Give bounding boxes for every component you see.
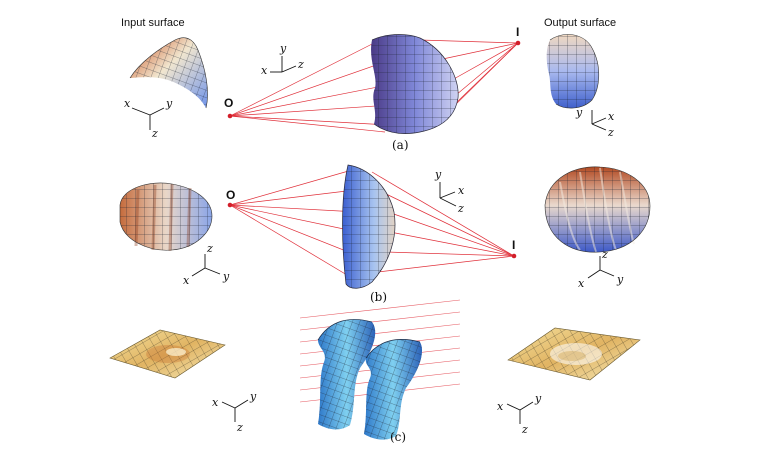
input-surface-title: Input surface (121, 17, 185, 29)
output-surface-a (546, 34, 600, 109)
axis-label-x-c-input: x (212, 396, 219, 409)
axis-label-y-c-input: y (249, 390, 257, 403)
axis-label-z-a-input: z (151, 127, 158, 140)
axis-label-y-a-output: y (575, 106, 583, 119)
axes-triad-a-output (591, 110, 607, 131)
light-rays-b (229, 169, 515, 279)
axes-triad-b-input (191, 254, 221, 277)
axis-label-y-a-middle: y (279, 42, 287, 55)
axes-triad-b-middle (439, 182, 457, 207)
object-point-b (227, 202, 233, 208)
axis-label-y-b-input: y (222, 270, 230, 283)
caption-a: (a) (392, 138, 409, 152)
input-surface-a (129, 37, 208, 109)
axis-label-x-c-output: x (497, 400, 504, 413)
axis-label-z-a-output: z (607, 126, 614, 139)
axis-label-z-c-input: z (236, 421, 243, 434)
axes-triad-a-input (131, 107, 165, 130)
axis-label-x-b-middle: x (458, 184, 465, 197)
axis-label-x-a-middle: x (261, 64, 268, 77)
image-point-label-a: I (516, 25, 520, 39)
axis-label-y-c-output: y (534, 392, 542, 405)
axis-label-z-b-output: z (601, 248, 608, 261)
image-point-b (511, 253, 517, 259)
lens-surface-c (317, 319, 423, 440)
axis-label-y-b-middle: y (434, 168, 442, 181)
lens-surface-a (371, 34, 459, 134)
caption-b: (b) (370, 290, 388, 304)
axis-label-x-b-output: x (578, 277, 585, 290)
object-point-label-a: O (224, 96, 234, 110)
output-surface-b (544, 166, 651, 253)
axis-label-x-a-output: x (608, 110, 615, 123)
object-point-label-b: O (226, 188, 236, 202)
input-surface-b (119, 182, 213, 252)
axes-triad-b-output (587, 256, 615, 279)
object-point-a (227, 113, 233, 119)
image-point-label-b: I (512, 238, 516, 252)
axis-label-z-a-middle: z (297, 58, 304, 71)
axis-label-z-b-input: z (206, 242, 213, 255)
axes-triad-a-middle (270, 56, 297, 73)
axis-label-y-b-output: y (616, 273, 624, 286)
output-surface-title: Output surface (544, 17, 617, 29)
axis-label-z-b-middle: z (457, 202, 464, 215)
axis-label-y-a-input: y (165, 97, 173, 110)
output-surface-c (507, 327, 641, 381)
axes-triad-c-output (506, 401, 534, 424)
axes-triad-c-input (221, 399, 249, 422)
axis-label-x-b-input: x (183, 274, 190, 287)
caption-c: (c) (390, 430, 407, 444)
image-point-a (515, 40, 521, 46)
axis-label-x-a-input: x (124, 97, 131, 110)
input-surface-c (109, 329, 226, 379)
axis-label-z-c-output: z (521, 423, 528, 436)
lens-surface-b (342, 164, 396, 289)
